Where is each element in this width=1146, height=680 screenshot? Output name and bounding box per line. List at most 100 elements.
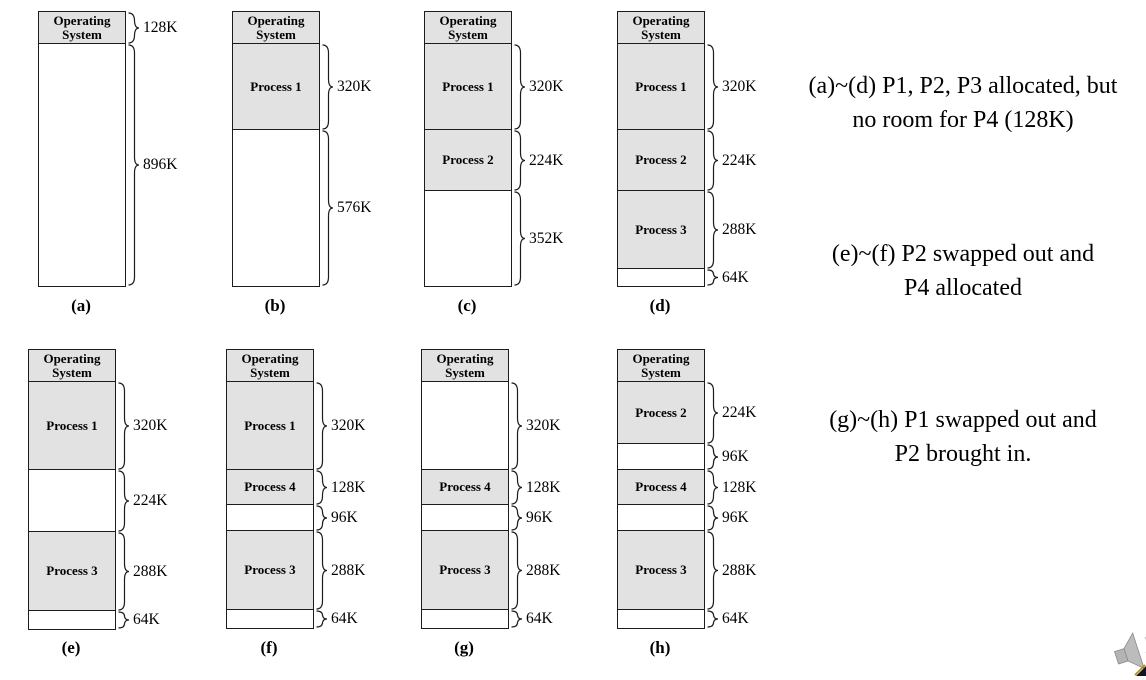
corner-cursor-icon [1134, 664, 1146, 676]
brace [118, 532, 130, 611]
os-block-label: Operating [436, 350, 494, 366]
os-block-label: System [62, 26, 102, 42]
size-label: 320K [133, 417, 168, 434]
os-block-label: System [256, 26, 296, 42]
size-label: 224K [722, 404, 757, 421]
brace [118, 611, 130, 629]
size-label: 128K [526, 478, 561, 496]
memory-block-process-2: Process 2 [425, 130, 511, 191]
process-block-label: Process 2 [442, 152, 494, 167]
memory-block-free [29, 470, 115, 532]
memory-block-free [425, 191, 511, 286]
brace [514, 44, 526, 130]
memory-block-free [227, 610, 313, 628]
diagram-label: (b) [264, 296, 286, 315]
memory-block-process-2: Process 2 [618, 130, 704, 191]
brace [316, 531, 328, 610]
brace [128, 12, 140, 44]
diagram-label: (a) [71, 296, 91, 315]
size-label: 320K [337, 78, 372, 95]
os-block-label: Operating [53, 12, 111, 28]
size-label: 288K [526, 561, 561, 579]
process-block-label: Process 4 [244, 479, 296, 494]
memory-block-process-2: Process 2 [618, 382, 704, 444]
diagram-label: (f) [260, 638, 278, 657]
memory-block-process-1: Process 1 [425, 44, 511, 130]
brace [322, 130, 334, 286]
brace [707, 130, 719, 191]
brace [128, 44, 140, 286]
process-block-label: Process 2 [635, 404, 687, 420]
size-label: 288K [722, 561, 757, 579]
size-label: 96K [722, 448, 749, 465]
process-block-label: Process 4 [635, 479, 687, 494]
brace [707, 470, 719, 505]
size-label: 96K [722, 509, 749, 526]
size-label: 96K [526, 509, 553, 526]
memory-block-free [422, 382, 508, 470]
memory-block-process-4: Process 4 [422, 470, 508, 505]
annotation-line: P4 allocated [904, 275, 1022, 301]
os-block-label: System [641, 26, 681, 42]
size-label: 320K [529, 78, 564, 95]
os-block-label: Operating [43, 350, 101, 366]
memory-block-free [233, 130, 319, 286]
os-block-label: System [250, 364, 290, 380]
annotation-line: (a)~(d) P1, P2, P3 allocated, but [808, 73, 1118, 99]
annotation-line: (e)~(f) P2 swapped out and [831, 241, 1095, 267]
os-block-label: Operating [247, 12, 305, 28]
brace [511, 531, 523, 610]
memory-block-process-3: Process 3 [422, 531, 508, 610]
brace [707, 269, 719, 286]
brace [707, 191, 719, 269]
brace [707, 382, 719, 444]
brace [316, 505, 328, 531]
process-block-label: Process 3 [635, 562, 687, 577]
process-block-label: Process 1 [46, 417, 98, 433]
brace [118, 470, 130, 532]
size-label: 288K [722, 221, 757, 238]
brace [511, 470, 523, 505]
size-label: 128K [722, 478, 757, 496]
diagram-label: (c) [457, 296, 477, 315]
size-label: 288K [133, 562, 168, 580]
brace [707, 610, 719, 628]
diagram-label: (g) [454, 638, 474, 657]
annotation-a-d: (a)~(d) P1, P2, P3 allocated, but no roo… [780, 69, 1146, 137]
memory-block-process-4: Process 4 [227, 470, 313, 505]
brace [511, 382, 523, 470]
size-label: 64K [722, 268, 749, 286]
process-block-label: Process 1 [635, 78, 687, 94]
size-label: 896K [143, 156, 178, 173]
size-label: 352K [529, 229, 564, 247]
memory-block-free [618, 269, 704, 286]
annotation-line: (g)~(h) P1 swapped out and [829, 407, 1097, 433]
diagram-label: (d) [649, 296, 671, 315]
memory-block-free [227, 505, 313, 531]
brace [316, 610, 328, 628]
brace [322, 44, 334, 130]
memory-block-process-1: Process 1 [233, 44, 319, 130]
memory-block-process-3: Process 3 [618, 531, 704, 610]
annotation-e-f: (e)~(f) P2 swapped out and P4 allocated [780, 237, 1146, 305]
brace [514, 130, 526, 191]
memory-block-free [422, 610, 508, 628]
memory-block-process-1: Process 1 [29, 382, 115, 470]
os-block-label: Operating [632, 12, 690, 28]
brace [707, 44, 719, 130]
brace [316, 382, 328, 470]
size-label: 64K [722, 610, 749, 627]
os-block-label: System [641, 364, 681, 380]
diagram-label: (h) [649, 638, 671, 657]
process-block-label: Process 1 [244, 417, 296, 433]
size-label: 64K [331, 610, 358, 627]
memory-block-free [618, 505, 704, 531]
brace [514, 191, 526, 286]
